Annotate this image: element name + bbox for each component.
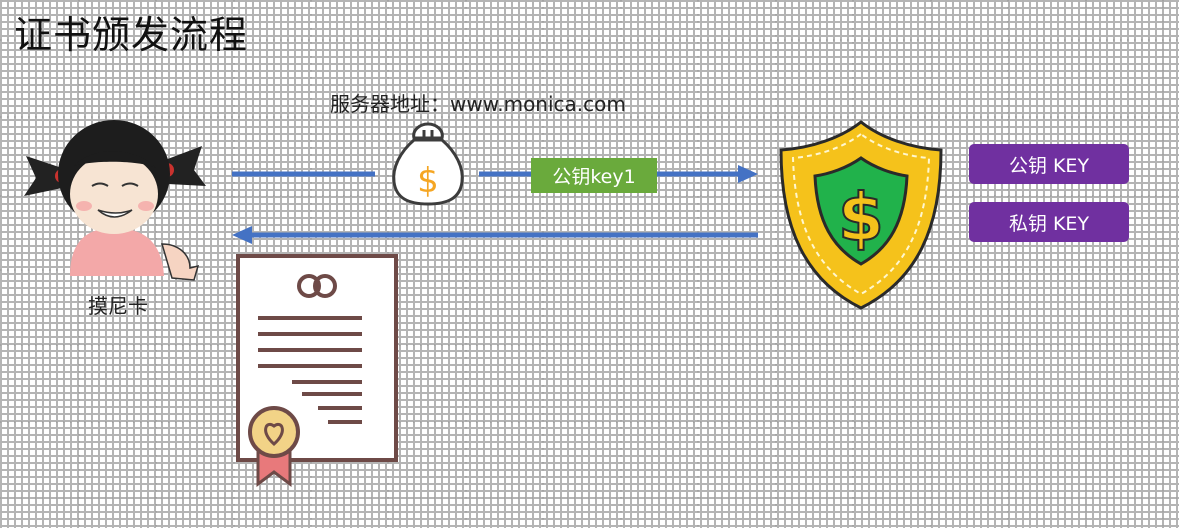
money-bag-dollar: $ xyxy=(417,161,439,201)
shield-dollar-icon: $ xyxy=(779,120,943,310)
certificate-icon xyxy=(236,254,398,487)
public-key-tag: 公钥 KEY xyxy=(969,144,1129,184)
private-key-tag: 私钥 KEY xyxy=(969,202,1129,242)
person-label: 摸尼卡 xyxy=(88,294,148,318)
public-key-transfer-tag: 公钥key1 xyxy=(531,158,657,193)
girl-avatar-icon xyxy=(24,120,206,281)
page-title: 证书颁发流程 xyxy=(14,13,249,57)
server-address-label: 服务器地址：www.monica.com xyxy=(330,92,626,116)
money-bag-icon: $ xyxy=(392,122,464,206)
shield-dollar: $ xyxy=(838,179,884,256)
